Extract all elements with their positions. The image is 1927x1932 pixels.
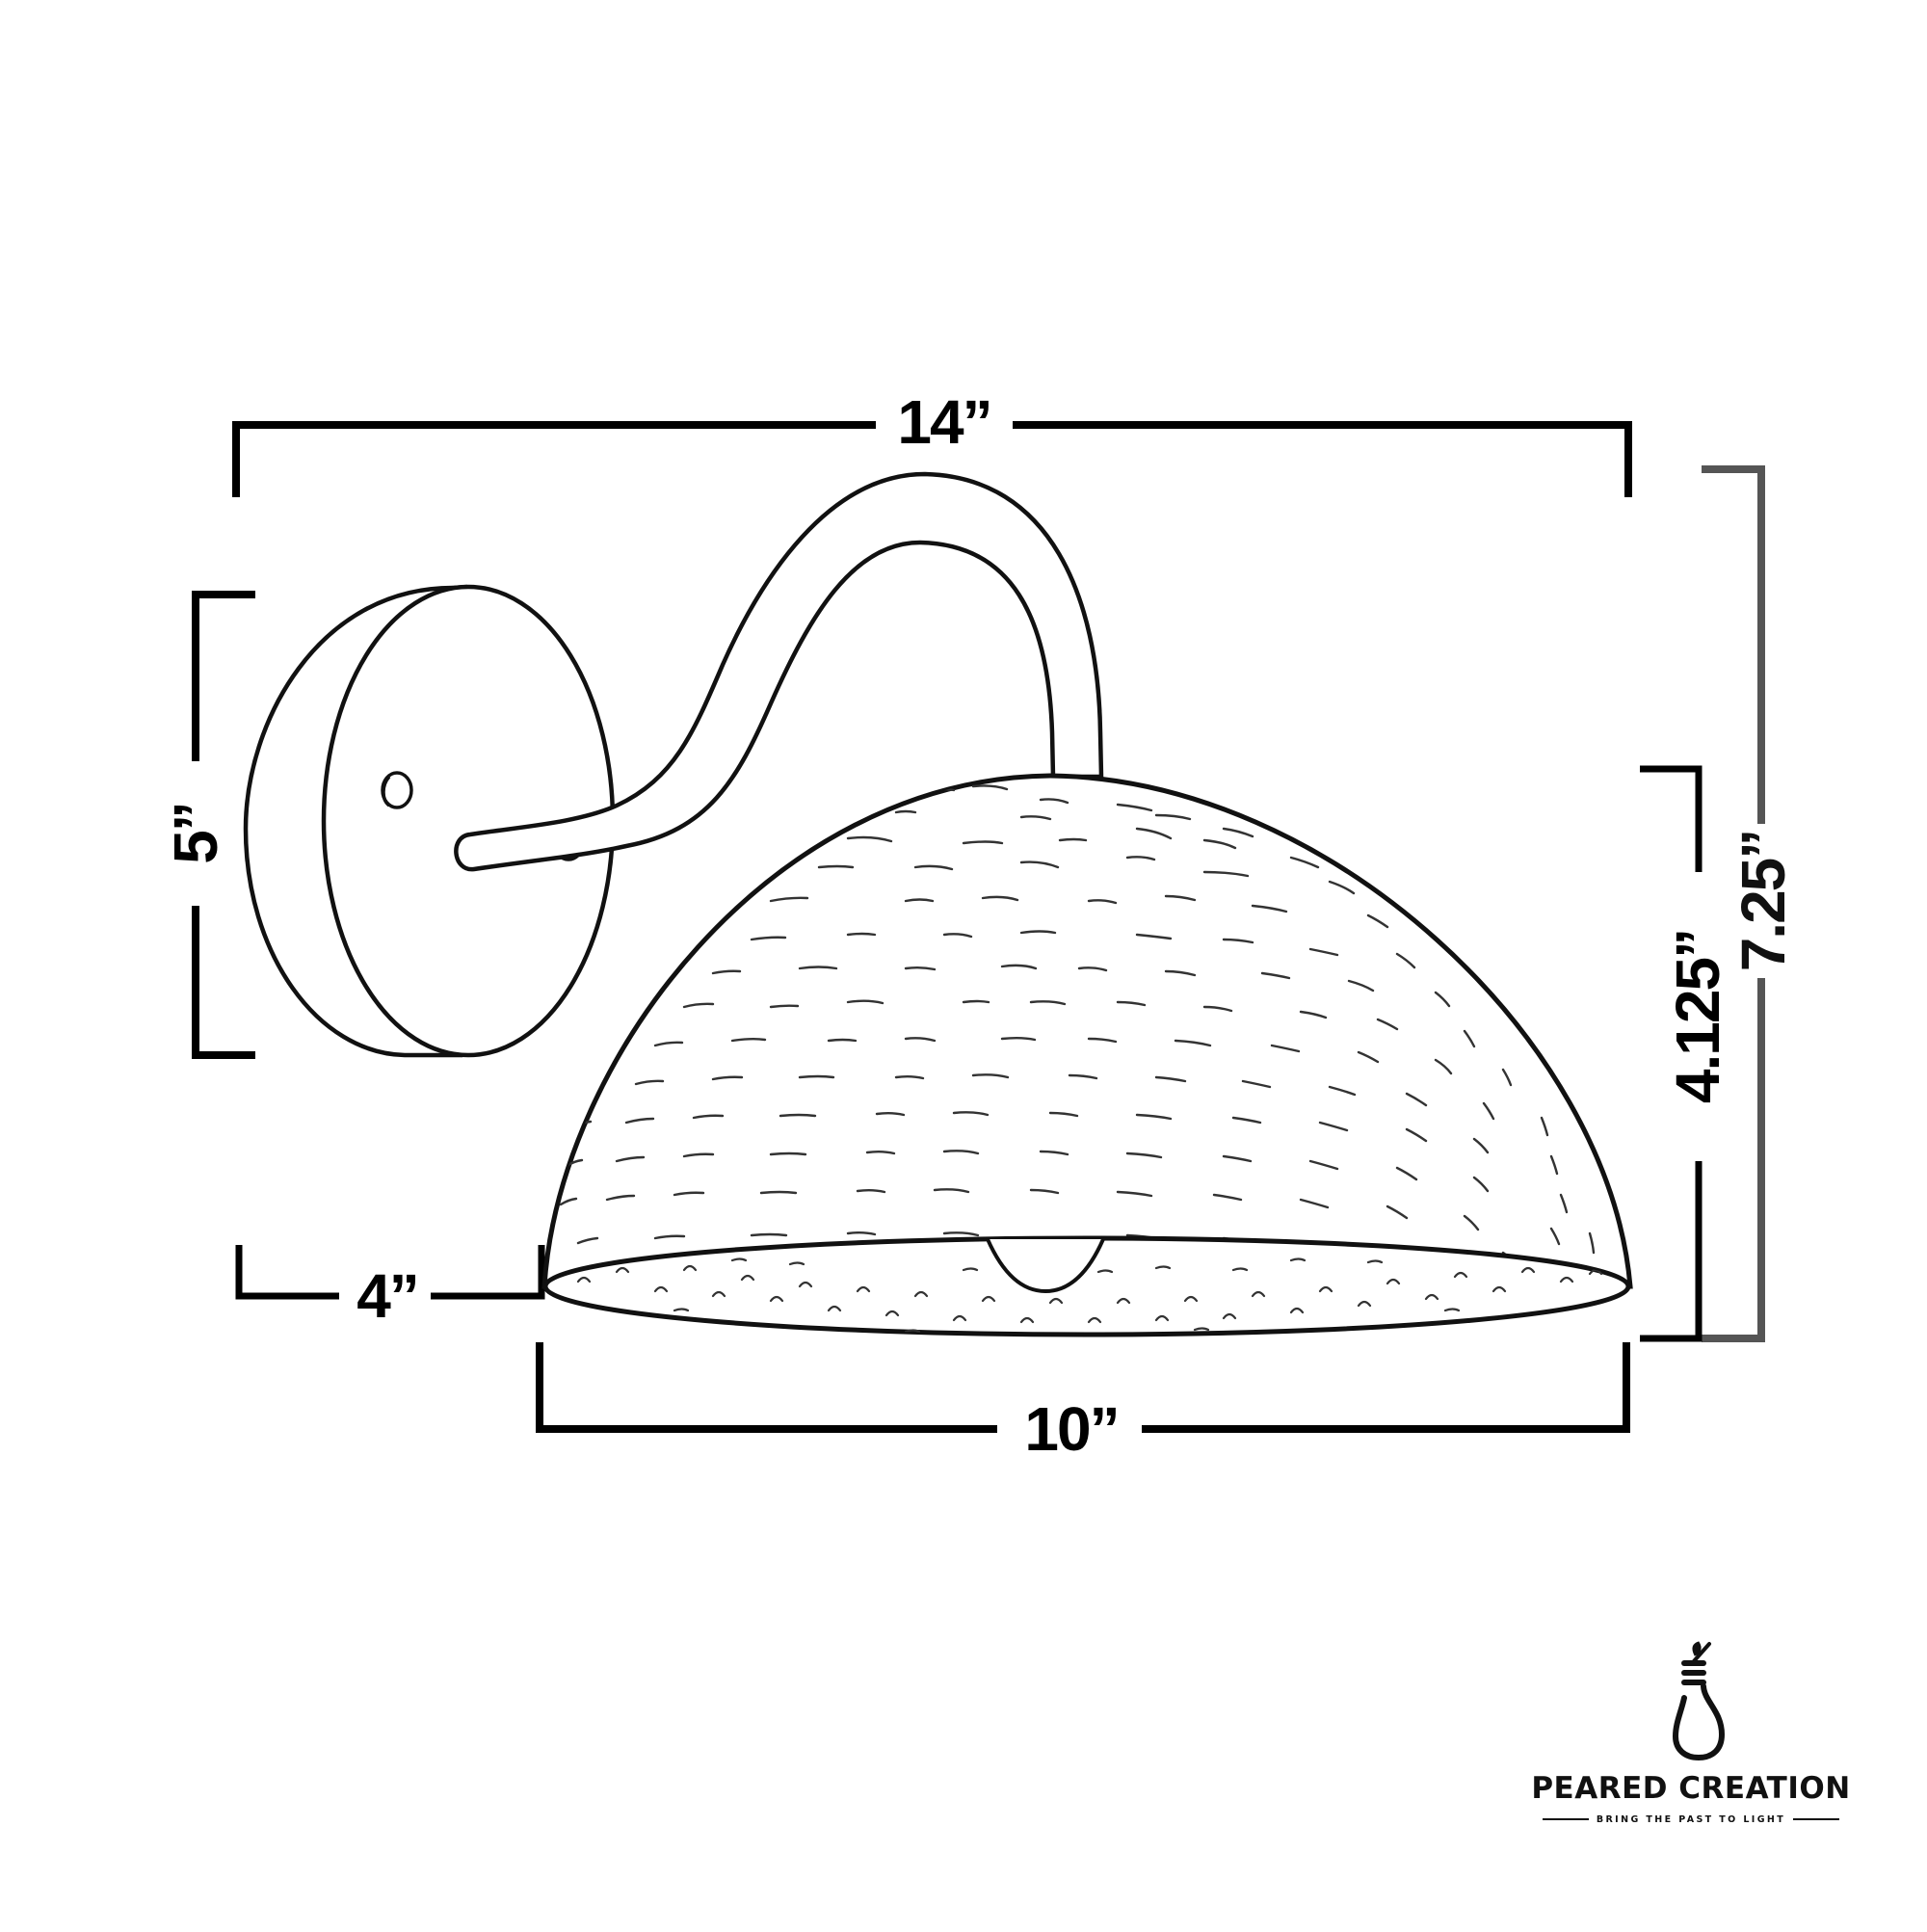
shade-rim — [542, 1235, 1631, 1337]
gooseneck-arm — [454, 471, 1104, 872]
width-14-bracket — [232, 421, 1632, 497]
shade-10-label: 10” — [1024, 1394, 1120, 1464]
width-14-label: 14” — [897, 387, 992, 457]
backplate-screw-top — [381, 771, 413, 809]
brand-tagline: BRING THE PAST TO LIGHT — [1596, 1813, 1786, 1825]
brand-name: PEARED CREATION — [1531, 1771, 1851, 1806]
backplate — [243, 584, 616, 1058]
bulb — [986, 1238, 1105, 1294]
backplate-5-label: 5” — [161, 803, 230, 864]
height-7-25-bracket — [1702, 465, 1765, 1342]
inner-texture — [576, 1257, 1603, 1334]
offset-4-label: 4” — [356, 1261, 420, 1331]
tagline-rule-left — [1542, 1818, 1589, 1820]
tagline-rule-right — [1793, 1818, 1840, 1820]
brand-logo: PEARED CREATION BRING THE PAST TO LIGHT — [1527, 1638, 1855, 1831]
height-7-25-label: 7.25” — [1729, 830, 1798, 972]
height-4-125-label: 4.125” — [1663, 929, 1732, 1104]
offset-4-bracket — [235, 1245, 545, 1300]
height-4-125-bracket — [1640, 765, 1703, 1342]
pear-bulb-icon — [1672, 1641, 1726, 1761]
shade-10-bracket — [536, 1342, 1630, 1433]
dome-shade — [541, 773, 1633, 1337]
backplate-5-bracket — [192, 591, 255, 1059]
brand-tagline-row: BRING THE PAST TO LIGHT — [1527, 1812, 1855, 1827]
